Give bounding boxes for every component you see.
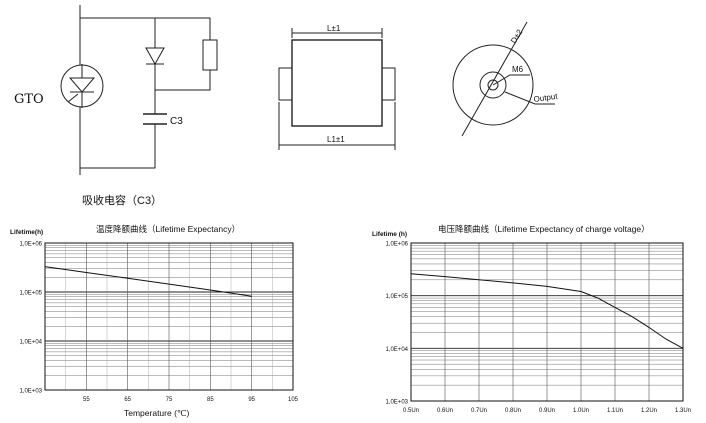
capacitor-body bbox=[291, 39, 383, 127]
circuit-caption: 吸收电容（C3） bbox=[82, 193, 162, 207]
outer-case-circle bbox=[452, 44, 534, 126]
x-tick-label: 0.6Un bbox=[437, 408, 453, 414]
x-tick-label: 0.9Un bbox=[539, 408, 555, 414]
x-tick-label: 0.7Un bbox=[471, 408, 487, 414]
y-tick-label: 1,0E+06 bbox=[385, 242, 408, 248]
length-dimension: L±1 bbox=[327, 24, 341, 33]
x-tick-label: 55 bbox=[83, 397, 90, 403]
x-tick-label: 105 bbox=[288, 397, 299, 403]
top-dimension-line bbox=[291, 28, 383, 38]
x-tick-label: 95 bbox=[248, 397, 255, 403]
output-label: Output bbox=[533, 92, 559, 104]
right-terminal bbox=[381, 67, 396, 101]
temperature-chart-title: 温度降额曲线（Lifetime Expectancy） bbox=[96, 224, 240, 234]
capacitor-side-view bbox=[278, 28, 396, 150]
left-terminal bbox=[278, 67, 293, 101]
circuit-bottom-wire bbox=[80, 124, 156, 169]
diameter-line bbox=[461, 21, 528, 137]
snubber-circuit bbox=[60, 5, 218, 175]
plot-frame bbox=[410, 242, 684, 402]
terminal-bolt bbox=[487, 79, 499, 91]
x-tick-label: 65 bbox=[124, 397, 131, 403]
bottom-dimension-line bbox=[278, 102, 396, 150]
plot-frame bbox=[44, 242, 294, 391]
circuit-top-wire bbox=[80, 17, 211, 40]
x-tick-label: 1.3Un bbox=[675, 408, 691, 414]
series-line bbox=[410, 273, 684, 349]
capacitor-symbol bbox=[143, 113, 167, 125]
temperature-chart-ylabel: Lifetime(h) bbox=[10, 229, 43, 236]
y-tick-label: 1,0E+06 bbox=[19, 242, 42, 248]
y-tick-label: 1,0E+03 bbox=[19, 389, 42, 395]
x-tick-label: 1.0Un bbox=[573, 408, 589, 414]
x-tick-label: 0.5Un bbox=[403, 408, 419, 414]
series-line bbox=[44, 266, 252, 297]
circuit-right-wire bbox=[155, 70, 211, 91]
temperature-chart-plot: 1,0E+06 1,0E+05 1,0E+04 1,0E+03 55 65 75 85 95 10… bbox=[19, 242, 298, 404]
voltage-chart-ylabel: Lifetime (h) bbox=[372, 231, 407, 238]
x-tick-label: 1.2Un bbox=[641, 408, 657, 414]
x-tick-label: 0.8Un bbox=[505, 408, 521, 414]
gto-label: GTO bbox=[14, 92, 44, 107]
y-tick-label: 1,0E+05 bbox=[385, 294, 408, 300]
y-tick-label: 1,0E+05 bbox=[19, 291, 42, 297]
x-tick-label: 85 bbox=[207, 397, 214, 403]
terminal-ring bbox=[479, 71, 507, 99]
temperature-chart: 温度降额曲线（Lifetime Expectancy） Lifetime(h) … bbox=[10, 224, 299, 418]
resistor-symbol bbox=[202, 39, 218, 71]
capacitor-label: C3 bbox=[170, 116, 183, 127]
y-tick-label: 1,0E+04 bbox=[19, 340, 42, 346]
thread-label: M6 bbox=[512, 65, 524, 74]
y-tick-label: 1,0E+04 bbox=[385, 347, 408, 353]
length1-dimension: L1±1 bbox=[327, 135, 345, 144]
capacitor-top-view bbox=[452, 21, 555, 137]
y-tick-label: 1,0E+03 bbox=[385, 400, 408, 406]
x-tick-label: 1.1Un bbox=[607, 408, 623, 414]
output-leader bbox=[504, 91, 555, 105]
gto-thyristor-symbol bbox=[67, 64, 96, 108]
temperature-chart-xlabel: Temperature (℃) bbox=[124, 408, 189, 418]
diode-symbol bbox=[145, 47, 165, 66]
x-tick-label: 75 bbox=[166, 397, 173, 403]
voltage-chart-plot: 1,0E+06 1,0E+05 1,0E+04 1,0E+03 0.5Un 0.6Un 0.… bbox=[385, 242, 691, 415]
voltage-chart: 电压降额曲线（Lifetime Expectancy of charge vol… bbox=[372, 224, 691, 414]
m6-leader bbox=[492, 74, 530, 86]
voltage-chart-title: 电压降额曲线（Lifetime Expectancy of charge vol… bbox=[438, 224, 650, 234]
